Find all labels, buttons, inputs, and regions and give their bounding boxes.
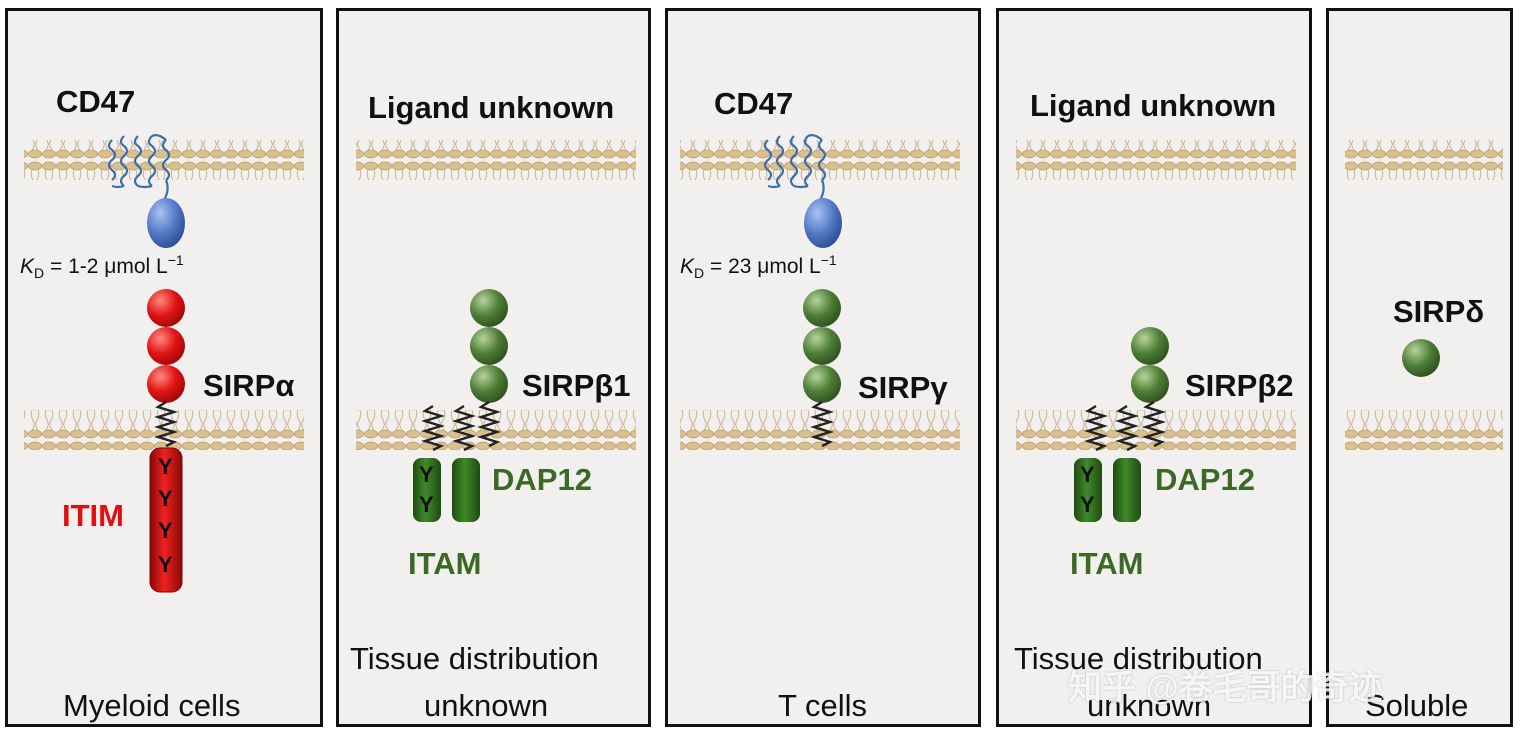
itim-tail [149, 447, 183, 593]
dap12-chain-b-2 [1113, 458, 1141, 522]
kd-label-3: KD = 23 μmol L−1 [680, 252, 837, 281]
membrane-lower-2 [356, 410, 636, 450]
ligand-label-2: Ligand unknown [368, 90, 615, 125]
sirp-beta2-domain-2 [1131, 365, 1169, 403]
dap12-label-2: DAP12 [1155, 462, 1255, 497]
itim-y-3: Y [158, 518, 173, 543]
dap12-chain-a-1 [413, 458, 441, 522]
kd-sup-3: −1 [820, 252, 837, 268]
receptor-label-sirp-alpha: SIRPα [203, 368, 295, 403]
ligand-label-3: CD47 [714, 86, 794, 121]
cd47-ig-domain-3 [804, 198, 842, 248]
receptor-label-sirp-beta1: SIRPβ1 [522, 368, 631, 403]
itam-y-1b: Y [419, 492, 434, 517]
itim-label: ITIM [62, 498, 124, 533]
itam-label-2: ITAM [1070, 546, 1144, 581]
sirp-beta1-domain-1 [470, 289, 508, 327]
sirp-beta1-domain-3 [470, 365, 508, 403]
membrane-lower-5 [1345, 410, 1503, 450]
cell-type-label-2a: Tissue distribution [350, 641, 599, 676]
watermark: 知乎 @卷毛哥的奇迹 [1068, 669, 1383, 707]
kd-value-1: = 1-2 μmol L [44, 255, 168, 278]
itam-label-1: ITAM [408, 546, 482, 581]
sirp-alpha-domain-1 [147, 289, 185, 327]
sirp-beta1-domain-2 [470, 327, 508, 365]
sirp-beta2-coils [1083, 400, 1167, 452]
membrane-upper-4 [1016, 140, 1296, 180]
sirp-gamma-coil [809, 400, 835, 448]
membrane-upper-5 [1345, 140, 1503, 180]
cell-type-label-1: Myeloid cells [63, 688, 241, 723]
sirp-alpha-domain-2 [147, 327, 185, 365]
itam-y-2a: Y [1080, 462, 1095, 487]
sirp-alpha-coil [153, 400, 179, 448]
sirp-alpha-domain-3 [147, 365, 185, 403]
kd-sub-3: D [694, 265, 705, 282]
dap12-label-1: DAP12 [492, 462, 592, 497]
sirp-gamma-domain-3 [803, 365, 841, 403]
kd-sup-1: −1 [167, 252, 184, 268]
itim-y-1: Y [158, 454, 173, 479]
kd-value-3: = 23 μmol L [704, 255, 821, 278]
receptor-label-sirp-beta2: SIRPβ2 [1185, 368, 1294, 403]
sirp-gamma-domain-2 [803, 327, 841, 365]
sirp-delta-domain [1402, 339, 1440, 377]
cd47-transmembrane-1 [107, 134, 171, 201]
kd-sub-1: D [34, 265, 45, 282]
cd47-ig-domain-1 [147, 198, 185, 248]
cell-type-label-3: T cells [778, 688, 868, 723]
sirp-beta2-domain-1 [1131, 327, 1169, 365]
ligand-label-1: CD47 [56, 84, 136, 119]
ligand-label-4: Ligand unknown [1030, 88, 1277, 123]
cell-type-label-4a: Tissue distribution [1014, 641, 1263, 676]
sirp-beta1-coils [420, 400, 502, 452]
cell-type-label-4b: unknown [1087, 688, 1212, 723]
sirp-gamma-domain-1 [803, 289, 841, 327]
membrane-upper-2 [356, 140, 636, 180]
itam-y-2b: Y [1080, 492, 1095, 517]
itim-y-2: Y [158, 486, 173, 511]
cell-type-label-5: Soluble [1365, 688, 1469, 723]
dap12-chain-a-2 [1074, 458, 1102, 522]
receptor-label-sirp-delta: SIRPδ [1393, 294, 1485, 329]
kd-label-1: KD = 1-2 μmol L−1 [20, 252, 184, 281]
cd47-transmembrane-3 [763, 134, 827, 201]
itam-y-1a: Y [419, 462, 434, 487]
dap12-chain-b-1 [452, 458, 480, 522]
cell-type-label-2b: unknown [424, 688, 549, 723]
itim-y-4: Y [158, 552, 173, 577]
kd-symbol-1: K [20, 255, 35, 278]
receptor-label-sirp-gamma: SIRPγ [858, 370, 948, 405]
kd-symbol-3: K [680, 255, 695, 278]
